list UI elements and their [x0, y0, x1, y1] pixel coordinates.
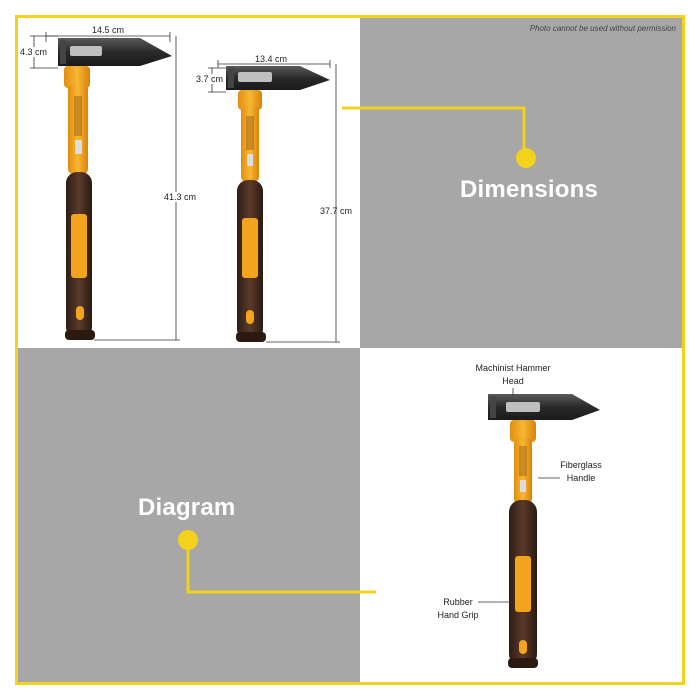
callout-grip: Rubber Hand Grip	[430, 596, 486, 622]
permission-notice: Photo cannot be used without permission	[529, 24, 676, 33]
callout-handle-line1: Fiberglass	[560, 460, 602, 470]
callout-handle-line2: Handle	[566, 473, 596, 483]
large-head-height-label: 4.3 cm	[20, 47, 48, 57]
diagram-gray-panel	[18, 348, 360, 682]
small-hammer-dimension-lines	[208, 60, 340, 343]
small-head-height-label: 3.7 cm	[196, 74, 224, 84]
diagram-title: Diagram	[138, 494, 236, 521]
dimensions-connector	[342, 106, 536, 168]
small-hammer	[226, 66, 330, 342]
dimensions-title: Dimensions	[460, 176, 599, 203]
callout-head: Machinist Hammer Head	[468, 362, 558, 388]
callout-handle: Fiberglass Handle	[556, 459, 606, 485]
callout-grip-line1: Rubber	[443, 597, 473, 607]
callout-head-line1: Machinist Hammer	[475, 363, 551, 373]
dimensions-gray-panel	[360, 18, 682, 348]
large-total-length-label: 41.3 cm	[164, 192, 197, 202]
large-hammer	[58, 38, 172, 340]
diagram-connector	[178, 530, 376, 594]
callout-head-line2: Head	[502, 376, 524, 386]
yellow-frame	[15, 15, 685, 685]
small-head-length-label: 13.4 cm	[255, 54, 288, 64]
callout-lines	[478, 388, 560, 603]
small-total-length-label: 37.7 cm	[320, 206, 353, 216]
diagram-hammer	[488, 394, 600, 668]
callout-grip-line2: Hand Grip	[437, 610, 479, 620]
large-hammer-dimension-lines	[30, 32, 180, 341]
large-head-length-label: 14.5 cm	[92, 25, 125, 35]
